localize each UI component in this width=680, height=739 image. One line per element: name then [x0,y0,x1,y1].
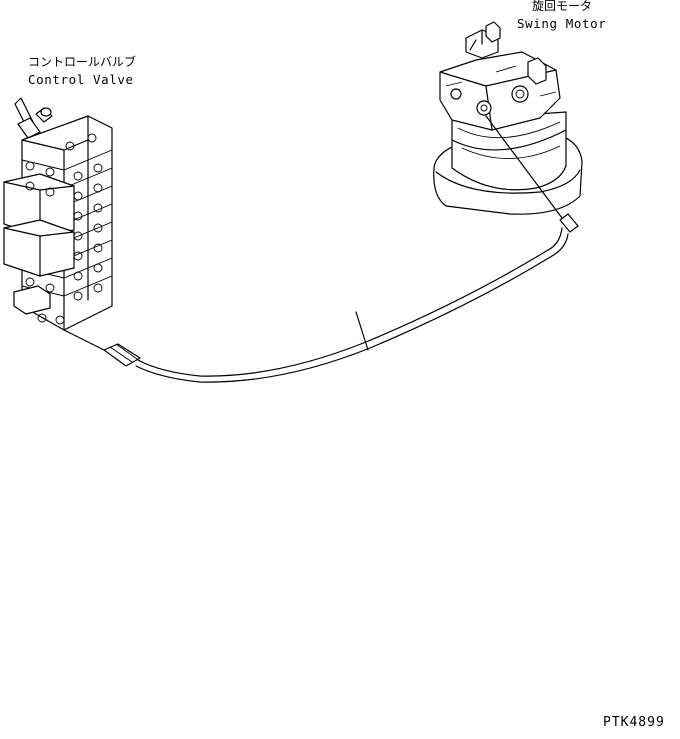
hydraulic-hose [63,115,579,383]
drawing-code: PTK4899 [603,715,665,730]
swing-motor [433,21,583,215]
swing-motor-label-jp: 旋回モータ [532,0,592,13]
control-valve-label-en: Control Valve [28,72,134,87]
control-valve [3,97,113,331]
control-valve-label-jp: コントロールバルブ [28,54,136,69]
swing-motor-label-en: Swing Motor [517,16,606,31]
